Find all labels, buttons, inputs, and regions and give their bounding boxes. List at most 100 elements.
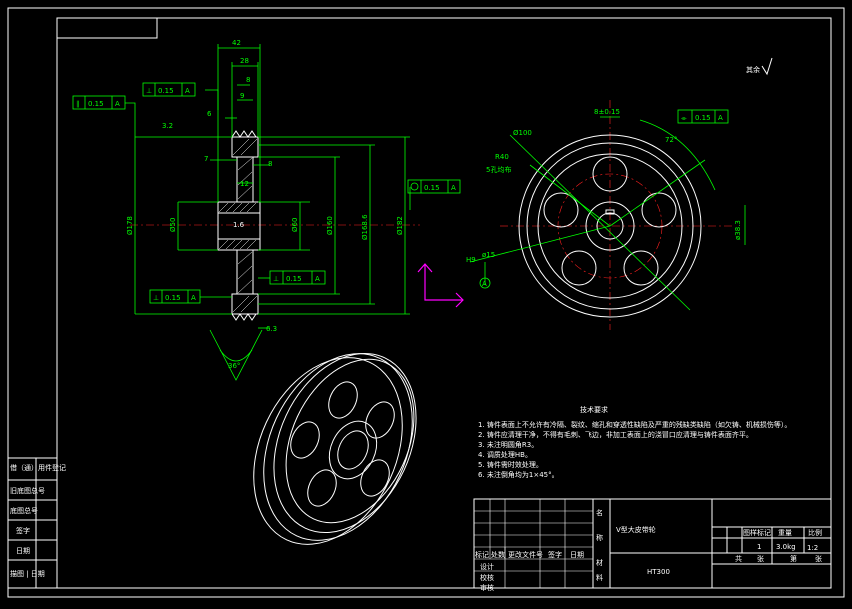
tol-frame-circular: 0.15 A [407, 179, 461, 194]
fit-h9: H9 [466, 256, 476, 264]
section-view: 42 28 8 9 6 7 8 12 1.6 3.2 6.3 36° Ø178 … [72, 39, 464, 381]
dim-6-3: 6.3 [266, 325, 277, 333]
tech-req-5: 5. 铸件需时效处理。 [478, 460, 543, 469]
fit-d15: ø15 [482, 251, 495, 259]
svg-text:0.15: 0.15 [695, 114, 711, 122]
material-label-1: 材 [596, 558, 603, 567]
inner-frame [56, 17, 832, 589]
left-strip-2: 旧底图总号 [10, 486, 45, 495]
left-strip-4: 签字 [16, 526, 30, 535]
note-5-holes: 5孔均布 [486, 165, 511, 174]
svg-text:0.15: 0.15 [424, 184, 440, 192]
header-scale: 比例 [808, 528, 822, 537]
sheet-total-1: 共 [735, 554, 742, 563]
angle-36: 36° [228, 362, 240, 370]
tech-req-1: 1. 铸件表面上不允许有冷隔、裂纹、缩孔和穿透性缺陷及严重的残缺类缺陷（如欠铸、… [478, 420, 791, 429]
role-check: 校核 [480, 573, 494, 582]
rev-header-1: 标记 [475, 550, 489, 559]
sheet-total-2: 张 [757, 554, 764, 563]
svg-text:A: A [191, 294, 196, 302]
material-value: HT300 [647, 568, 670, 576]
svg-text:⊥: ⊥ [273, 275, 279, 283]
dia-160: Ø160 [326, 216, 334, 235]
dim-38-3: ø38.3 [734, 220, 742, 240]
svg-text:A: A [185, 87, 190, 95]
svg-text:0.15: 0.15 [158, 87, 174, 95]
material-label-2: 料 [596, 573, 603, 582]
angle-72: 72° [665, 136, 677, 144]
technical-requirements: 技术要求 1. 铸件表面上不允许有冷隔、裂纹、缩孔和穿透性缺陷及严重的残缺类缺陷… [478, 405, 791, 479]
roughness-3-2: 3.2 [162, 122, 173, 130]
sheet-no-2: 张 [815, 554, 822, 563]
svg-text:A: A [451, 184, 456, 192]
part-name: V型大皮带轮 [616, 525, 656, 534]
rev-header-5: 日期 [570, 551, 584, 559]
outer-border [7, 7, 845, 598]
dia-60: Ø60 [291, 218, 299, 232]
tol-frame-perp-1: ⊥ 0.15 A [142, 82, 196, 97]
surface-note: 其余 [746, 65, 760, 74]
left-strip: 借（通）用件登记 旧底图总号 底图总号 签字 日期 描图 | 日期 [7, 457, 66, 589]
isometric-view [253, 352, 417, 545]
tol-frame-parallel: ∥ 0.15 A [72, 95, 126, 110]
dim-8: 8 [246, 76, 250, 84]
tech-req-3: 3. 未注明圆角R3。 [478, 440, 538, 449]
svg-text:∥: ∥ [76, 100, 80, 108]
top-left-box [56, 17, 158, 39]
spoke-holes [543, 156, 677, 286]
svg-text:A: A [315, 275, 320, 283]
dim-8b: 8 [268, 160, 272, 168]
outer-rim-circle [518, 134, 702, 318]
weight-value: 3.0kg [776, 543, 796, 551]
svg-text:0.15: 0.15 [88, 100, 104, 108]
left-strip-3: 底图总号 [10, 506, 38, 515]
dia-168-6: Ø168.6 [361, 214, 369, 240]
tech-req-title: 技术要求 [580, 405, 608, 414]
dia-182: Ø182 [396, 216, 404, 235]
dim-r40: R40 [495, 153, 509, 161]
header-mark: 图样标记 [743, 528, 771, 537]
tech-req-6: 6. 未注倒角均为1×45°。 [478, 470, 559, 479]
dim-42: 42 [232, 39, 241, 47]
rev-header-3: 更改文件号 [508, 550, 543, 559]
header-weight: 重量 [778, 529, 792, 537]
role-approve: 审核 [480, 583, 494, 592]
scale-value: 1:2 [807, 544, 818, 552]
dia-50: Ø50 [169, 218, 177, 232]
dim-keyway: 8±0.15 [594, 108, 620, 116]
dim-6: 6 [207, 110, 212, 118]
svg-text:⌯: ⌯ [681, 114, 687, 122]
tech-req-2: 2. 铸件应清理干净，不得有毛刺、飞边，非加工表面上的浇冒口应清理与铸件表面齐平… [478, 430, 753, 439]
left-strip-6: 描图 | 日期 [10, 569, 45, 578]
roughness-1-6: 1.6 [233, 221, 245, 229]
datum-a: A [482, 280, 487, 288]
svg-text:⊥: ⊥ [146, 87, 152, 95]
svg-text:⊥: ⊥ [153, 294, 159, 302]
svg-text:0.15: 0.15 [165, 294, 181, 302]
tol-frame-perp-2: ⊥ 0.15 A [269, 270, 326, 285]
dim-7: 7 [204, 155, 208, 163]
svg-text:0.15: 0.15 [286, 275, 302, 283]
svg-text:A: A [115, 100, 120, 108]
sheet-no-1: 第 [790, 554, 797, 563]
ucs-icon [417, 263, 464, 308]
qty-value: 1 [757, 543, 761, 551]
tol-frame-perp-3: ⊥ 0.15 A [149, 289, 201, 304]
dim-28: 28 [240, 57, 249, 65]
name-label-2: 称 [596, 533, 603, 542]
dia-178: Ø178 [126, 216, 134, 235]
name-label-1: 名 [596, 508, 603, 517]
rim-top [231, 136, 259, 158]
left-strip-1: 借（通）用件登记 [10, 463, 66, 472]
rev-header-4: 签字 [548, 550, 562, 559]
dim-d100: Ø100 [513, 129, 532, 137]
tech-req-4: 4. 调质处理HB。 [478, 450, 532, 459]
title-block: 标记 处数 更改文件号 签字 日期 设计 校核 审核 名 称 材 料 V型大皮带… [473, 498, 832, 592]
left-strip-5: 日期 [16, 547, 30, 555]
svg-text:A: A [718, 114, 723, 122]
role-design: 设计 [480, 562, 494, 571]
dim-9: 9 [240, 92, 244, 100]
rev-header-2: 处数 [491, 550, 505, 559]
